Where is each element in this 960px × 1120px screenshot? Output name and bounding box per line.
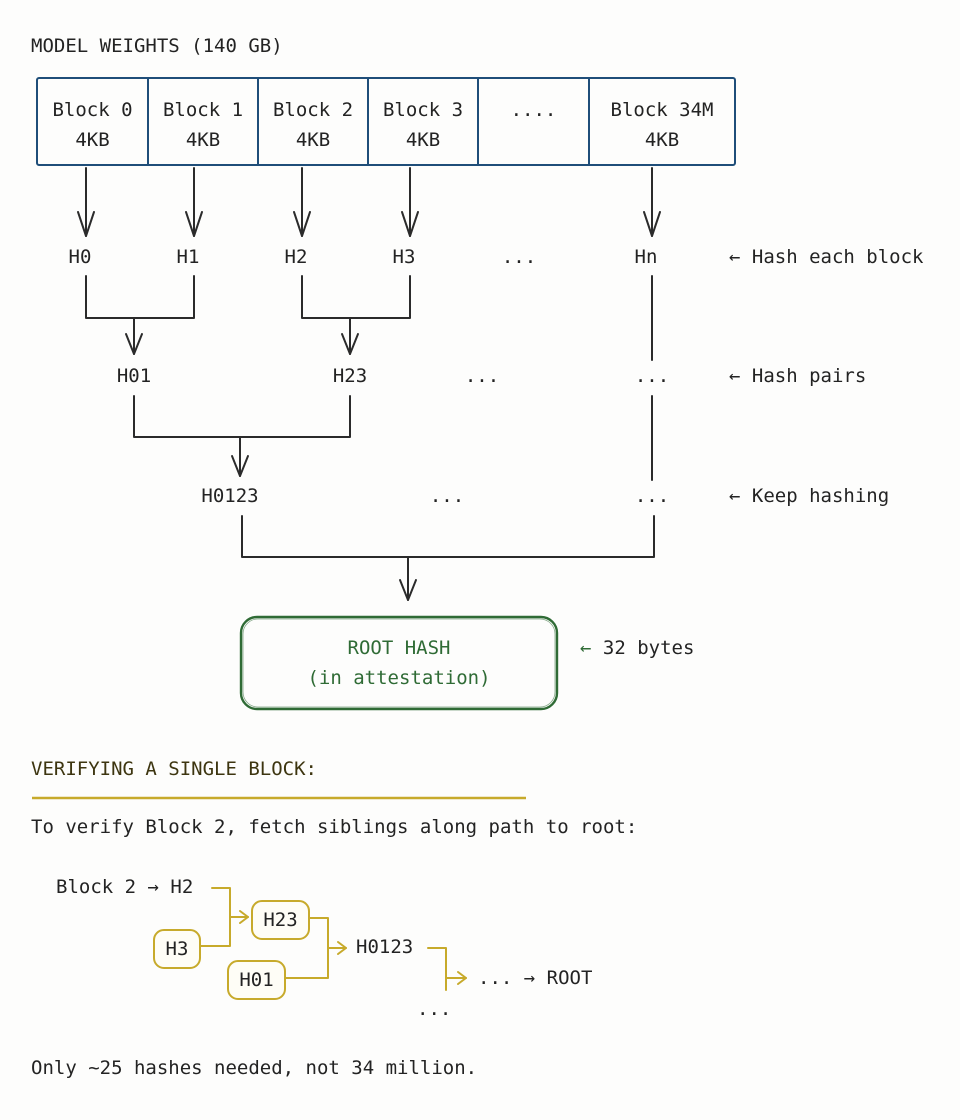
- verify-heading: VERIFYING A SINGLE BLOCK:: [31, 758, 317, 780]
- model-weights-title: MODEL WEIGHTS (140 GB): [31, 35, 283, 57]
- hash-ellipsis: ...: [501, 246, 537, 268]
- hash-h23: H23: [332, 365, 368, 387]
- blocks-row: Block 0 4KB Block 1 4KB Block 2 4KB Block 3…: [36, 77, 736, 166]
- block-size: 4KB: [185, 129, 221, 151]
- block-name: Block 0: [52, 99, 133, 121]
- block-name: Block 2: [272, 99, 354, 121]
- block-1[interactable]: Block 1 4KB: [149, 79, 259, 164]
- sibling-h3-box: H3: [153, 929, 201, 969]
- annotation-text: 32 bytes: [602, 637, 695, 659]
- block-2[interactable]: Block 2 4KB: [259, 79, 369, 164]
- block-name: ....: [510, 99, 557, 121]
- hash-h0: H0: [68, 246, 92, 268]
- root-hash-title: ROOT HASH: [347, 637, 451, 659]
- hash-level2-ellipsis: ...: [464, 365, 500, 387]
- block-name: Block 1: [162, 99, 244, 121]
- block-3[interactable]: Block 3 4KB: [369, 79, 479, 164]
- hash-level3-ellipsis: ...: [429, 485, 465, 507]
- gold-h2-h3-to-h23: [199, 887, 249, 947]
- root-hash-box: [239, 615, 559, 711]
- block-34m[interactable]: Block 34M 4KB: [590, 79, 734, 164]
- annotation-hash-each-block: ← Hash each block: [729, 246, 924, 268]
- hash-level3-ellipsis-right: ...: [634, 485, 670, 507]
- merge-h2-h3: [301, 275, 411, 355]
- node-h0123: H0123: [356, 936, 414, 958]
- block-name: Block 3: [382, 99, 464, 121]
- sibling-h01-box: H01: [227, 960, 286, 1000]
- hash-hn: Hn: [634, 246, 658, 268]
- annotation-hash-pairs: ← Hash pairs: [729, 365, 867, 387]
- arrow-blockn-hn: [643, 167, 661, 237]
- hash-h3: H3: [392, 246, 416, 268]
- path-to-root: ... → ROOT: [478, 967, 593, 989]
- gold-h23-h01-to-h0123: [285, 917, 347, 979]
- block-ellipsis: ....: [479, 79, 590, 164]
- block-size: 4KB: [75, 129, 110, 151]
- arrow-block1-h1: [185, 167, 203, 237]
- annotation-keep-hashing: ← Keep hashing: [729, 485, 890, 507]
- merge-h01-h23: [133, 395, 351, 477]
- node-h23-box: H23: [251, 900, 310, 940]
- left-arrow-icon: ←: [580, 637, 592, 659]
- block-size: 4KB: [644, 129, 680, 151]
- block-0[interactable]: Block 0 4KB: [38, 79, 149, 164]
- verify-start-node: Block 2 → H2: [56, 876, 194, 898]
- merge-h0-h1: [85, 275, 195, 355]
- path-ellipsis: ...: [417, 998, 452, 1020]
- arrow-block3-h3: [401, 167, 419, 237]
- block-name: Block 34M: [610, 99, 714, 121]
- merge-to-root: [241, 515, 655, 601]
- block-size: 4KB: [405, 129, 441, 151]
- verify-intro: To verify Block 2, fetch siblings along …: [31, 816, 638, 838]
- hash-level2-ellipsis-right: ...: [634, 365, 670, 387]
- hash-h2: H2: [284, 246, 308, 268]
- arrow-block0-h0: [77, 167, 95, 237]
- hash-h01: H01: [116, 365, 152, 387]
- root-hash-subtitle: (in attestation): [307, 667, 491, 689]
- gold-h0123-to-root: [427, 947, 467, 991]
- hash-h1: H1: [176, 246, 200, 268]
- annotation-32-bytes: ← 32 bytes: [580, 637, 694, 659]
- summary-text: Only ~25 hashes needed, not 34 million.: [31, 1057, 478, 1079]
- hash-h0123: H0123: [201, 485, 259, 507]
- arrow-block2-h2: [293, 167, 311, 237]
- root-hash-label: ROOT HASH (in attestation): [241, 633, 557, 693]
- block-size: 4KB: [295, 129, 331, 151]
